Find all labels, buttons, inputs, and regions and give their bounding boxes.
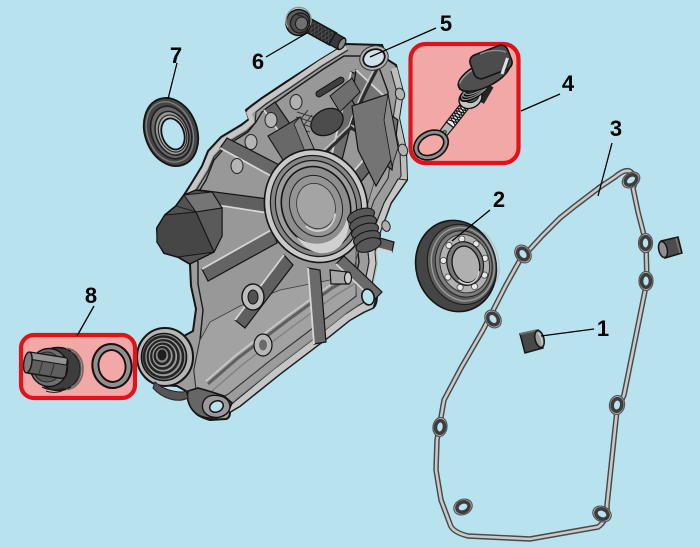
- svg-text:3: 3: [610, 116, 622, 141]
- svg-text:4: 4: [562, 71, 575, 96]
- svg-text:6: 6: [252, 49, 264, 74]
- svg-text:5: 5: [440, 11, 452, 36]
- svg-text:8: 8: [85, 283, 97, 308]
- svg-text:2: 2: [493, 187, 505, 212]
- svg-text:7: 7: [170, 43, 182, 68]
- svg-text:1: 1: [597, 316, 609, 341]
